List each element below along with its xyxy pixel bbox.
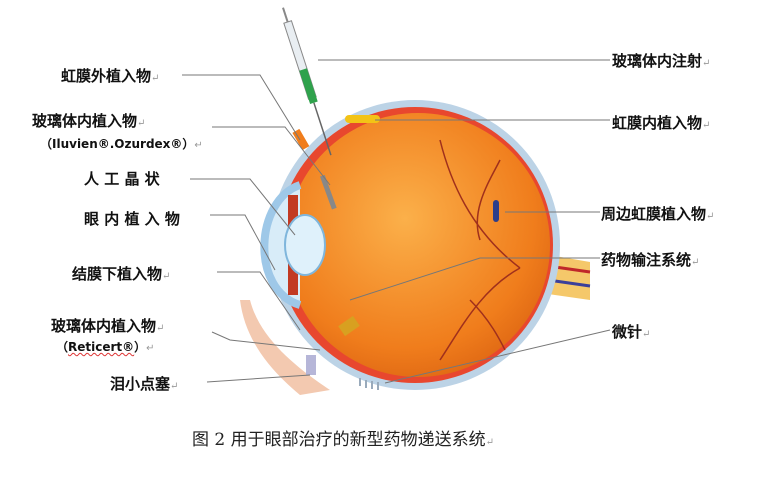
label-intra-iris-implant: 虹膜内植入物↵ xyxy=(612,112,710,133)
paragraph-mark: ↵ xyxy=(151,73,160,84)
label-text: 结膜下植入物 xyxy=(72,265,163,283)
vitreous-body xyxy=(286,113,550,377)
label-text: 周边虹膜植入物 xyxy=(601,205,707,223)
eyelid xyxy=(240,300,330,395)
drug-reservoir xyxy=(338,315,360,337)
label-intraocular-implant: 眼 内 植 入 物 xyxy=(84,210,180,228)
paragraph-mark: ↵ xyxy=(706,211,715,222)
label-microneedle: 微针↵ xyxy=(612,321,650,342)
paragraph-mark: ↵ xyxy=(146,343,155,354)
punctal-plug xyxy=(306,355,316,375)
label-vitreous-implant-1-brands: （Iluvien®.Ozurdex®）↵ xyxy=(40,135,203,152)
paragraph-mark: ↵ xyxy=(137,118,146,129)
label-vitreous-implant-1: 玻璃体内植入物↵ xyxy=(32,110,145,131)
brand-name: Reticert® xyxy=(68,340,135,354)
label-peripheral-iris-implant: 周边虹膜植入物↵ xyxy=(601,203,714,224)
vitreous-rod-implant xyxy=(319,174,337,210)
paragraph-mark: ↵ xyxy=(691,257,700,268)
label-text: 玻璃体内植入物 xyxy=(32,112,138,130)
label-text: 药物输注系统 xyxy=(601,251,692,269)
label-text: 泪小点塞 xyxy=(110,375,171,393)
paragraph-mark: ↵ xyxy=(702,58,711,69)
caption-text: 图 2 用于眼部治疗的新型药物递送系统 xyxy=(192,430,486,450)
paragraph-mark: ↵ xyxy=(170,381,179,392)
label-punctal-plug: 泪小点塞↵ xyxy=(110,373,178,394)
intra-iris-implant xyxy=(345,115,380,123)
microneedles xyxy=(359,378,379,390)
paragraph-mark: ↵ xyxy=(485,437,495,448)
label-intravitreal-injection: 玻璃体内注射↵ xyxy=(612,50,710,71)
label-text: 玻璃体内注射 xyxy=(612,52,703,70)
leader-lines xyxy=(182,59,611,384)
label-text: 虹膜外植入物 xyxy=(61,67,152,85)
label-vitreous-implant-2: 玻璃体内植入物↵ xyxy=(51,315,164,336)
syringe-icon xyxy=(282,7,332,156)
label-text: 虹膜内植入物 xyxy=(612,114,703,132)
label-text: 微针 xyxy=(612,323,643,341)
retina-vessels xyxy=(439,139,521,361)
paragraph-mark: ↵ xyxy=(162,271,171,282)
artificial-lens xyxy=(284,214,326,276)
label-drug-infusion-system: 药物输注系统↵ xyxy=(601,249,699,270)
paragraph-mark: ↵ xyxy=(702,120,711,131)
label-iris-external-implant: 虹膜外植入物↵ xyxy=(61,65,159,86)
peripheral-iris-implant xyxy=(493,200,499,222)
label-text: （Iluvien®.Ozurdex®） xyxy=(40,137,195,151)
paragraph-mark: ↵ xyxy=(642,329,651,340)
label-subconjunctival-implant: 结膜下植入物↵ xyxy=(72,263,170,284)
bracket-open: （ xyxy=(56,340,69,354)
label-vitreous-implant-2-brand: （Reticert®）↵ xyxy=(56,338,155,355)
label-text: 玻璃体内植入物 xyxy=(51,317,157,335)
figure-caption: 图 2 用于眼部治疗的新型药物递送系统↵ xyxy=(192,425,494,450)
bracket-close: ） xyxy=(134,340,147,354)
paragraph-mark: ↵ xyxy=(156,323,165,334)
paragraph-mark: ↵ xyxy=(194,140,203,151)
label-artificial-lens: 人 工 晶 状 xyxy=(84,170,160,188)
